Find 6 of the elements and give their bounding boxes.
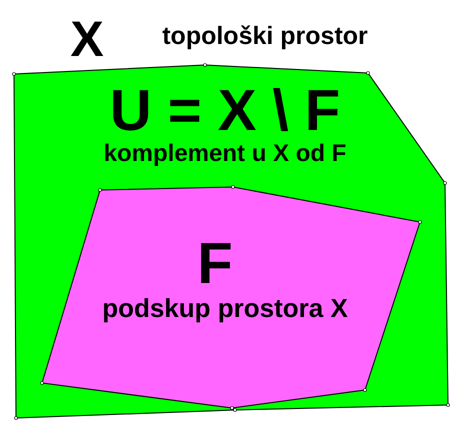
set-symbol: F (196, 235, 234, 293)
set-symbol: U = X \ F (108, 82, 342, 140)
set-description: topološki prostor (161, 24, 369, 49)
set-symbol: X (69, 14, 105, 64)
set-description: podskup prostora X (101, 295, 349, 321)
set-description: komplement u X od F (102, 142, 348, 166)
